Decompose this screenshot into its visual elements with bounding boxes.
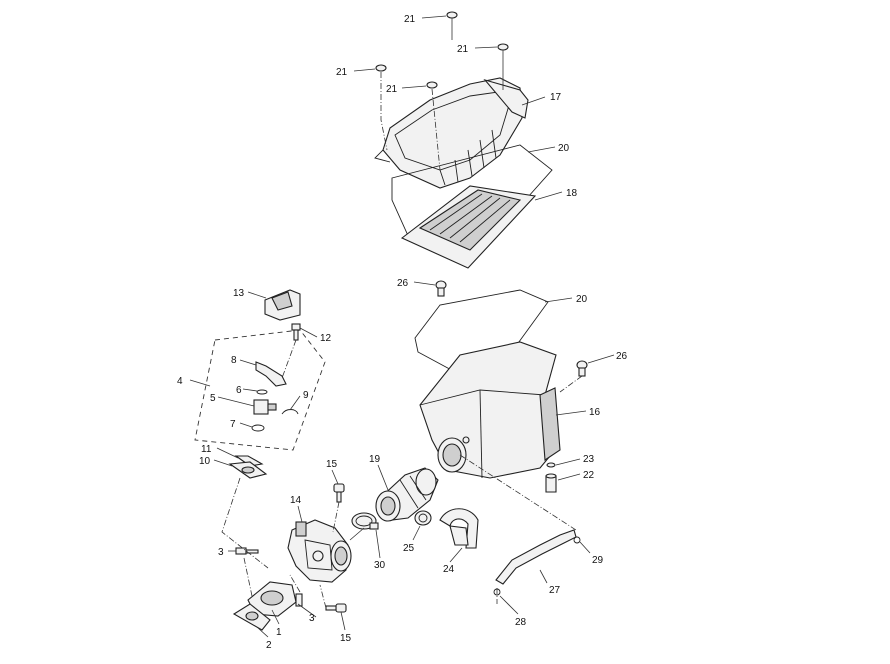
bolt-12 xyxy=(281,323,301,379)
callout-21: 21 xyxy=(386,84,398,95)
throttle-body xyxy=(287,519,365,583)
callout-26: 26 xyxy=(616,351,628,362)
cover-screw-1 xyxy=(446,11,458,40)
clip-9 xyxy=(281,409,299,415)
screw-15-bottom xyxy=(319,584,347,613)
callout-21: 21 xyxy=(336,67,348,78)
callout-21: 21 xyxy=(404,14,416,25)
callout-9: 9 xyxy=(303,390,309,401)
callout-14: 14 xyxy=(290,495,302,506)
spacer-plate-10 xyxy=(221,461,269,569)
callout-12: 12 xyxy=(320,333,332,344)
manifold-gasket xyxy=(232,603,271,631)
sensor-cap xyxy=(264,289,301,321)
callout-24: 24 xyxy=(443,564,455,575)
callout-29: 29 xyxy=(592,555,604,566)
sensor-body-5 xyxy=(253,399,277,415)
callout-8: 8 xyxy=(231,355,237,366)
callout-20: 20 xyxy=(558,143,570,154)
callout-26: 26 xyxy=(397,278,409,289)
screw-3-right xyxy=(289,574,303,607)
callout-21: 21 xyxy=(457,44,469,55)
drain-hose xyxy=(495,529,577,604)
callout-27: 27 xyxy=(549,585,561,596)
callout-17: 17 xyxy=(550,92,562,103)
air-box-case xyxy=(419,341,561,479)
drain-clip xyxy=(546,462,556,468)
air-box-gasket xyxy=(414,289,549,381)
hose-clamp xyxy=(351,512,379,530)
o-ring-6 xyxy=(256,389,268,395)
sensor-lead-8 xyxy=(255,361,287,387)
callout-1: 1 xyxy=(276,627,282,638)
intake-joint xyxy=(375,467,439,522)
bolt-26-side xyxy=(559,360,588,393)
small-clamp xyxy=(414,510,432,526)
hose-clip-28 xyxy=(493,588,501,596)
callout-15: 15 xyxy=(326,459,338,470)
drain-plug xyxy=(545,473,557,493)
cover-screw-3 xyxy=(375,64,388,151)
bolt-26-top xyxy=(435,280,447,297)
callout-20: 20 xyxy=(576,294,588,305)
callout-23: 23 xyxy=(583,454,595,465)
cover-screw-4 xyxy=(426,81,441,171)
callout-28: 28 xyxy=(515,617,527,628)
callout-10: 10 xyxy=(199,456,211,467)
callout-11: 11 xyxy=(201,444,212,455)
callout-13: 13 xyxy=(233,288,245,299)
callout-15: 15 xyxy=(340,633,352,644)
callout-3: 3 xyxy=(218,547,224,558)
callout-22: 22 xyxy=(583,470,595,481)
cover-screw-2 xyxy=(497,43,509,90)
air-box-cover xyxy=(374,77,529,189)
callout-labels: 21 21 21 21 17 20 18 20 26 26 16 23 22 2… xyxy=(177,14,628,651)
callout-5: 5 xyxy=(210,393,216,404)
air-filter-element xyxy=(400,185,537,269)
callout-16: 16 xyxy=(589,407,601,418)
leader-lines xyxy=(189,15,615,638)
intake-manifold xyxy=(247,581,297,617)
hose-clip-29 xyxy=(459,454,581,544)
callout-3: 3 xyxy=(309,613,315,624)
callout-18: 18 xyxy=(566,188,578,199)
callout-2: 2 xyxy=(266,640,272,651)
callout-7: 7 xyxy=(230,419,236,430)
callout-6: 6 xyxy=(236,385,242,396)
screw-15-top xyxy=(332,483,345,533)
sensor-assembly-box xyxy=(194,329,326,451)
callout-19: 19 xyxy=(369,454,381,465)
callout-25: 25 xyxy=(403,543,415,554)
callout-30: 30 xyxy=(374,560,386,571)
screw-3-left xyxy=(235,547,259,597)
breather-hose xyxy=(439,508,479,549)
callout-4: 4 xyxy=(177,376,183,387)
o-ring-7 xyxy=(251,424,265,432)
